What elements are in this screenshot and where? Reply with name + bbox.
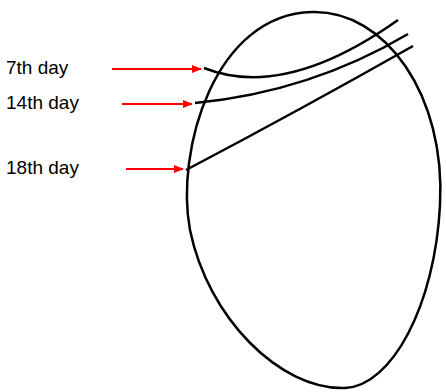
egg-outline [187,12,440,388]
air-cell-line [186,46,413,170]
day-label: 14th day [6,93,79,112]
day-label: 7th day [6,58,68,77]
air-cell-line [204,20,398,77]
day-label: 18th day [6,158,79,177]
pointer-arrow [112,68,201,70]
pointer-arrow [126,168,183,170]
air-cell-line [195,34,408,103]
pointer-arrow [122,103,192,105]
